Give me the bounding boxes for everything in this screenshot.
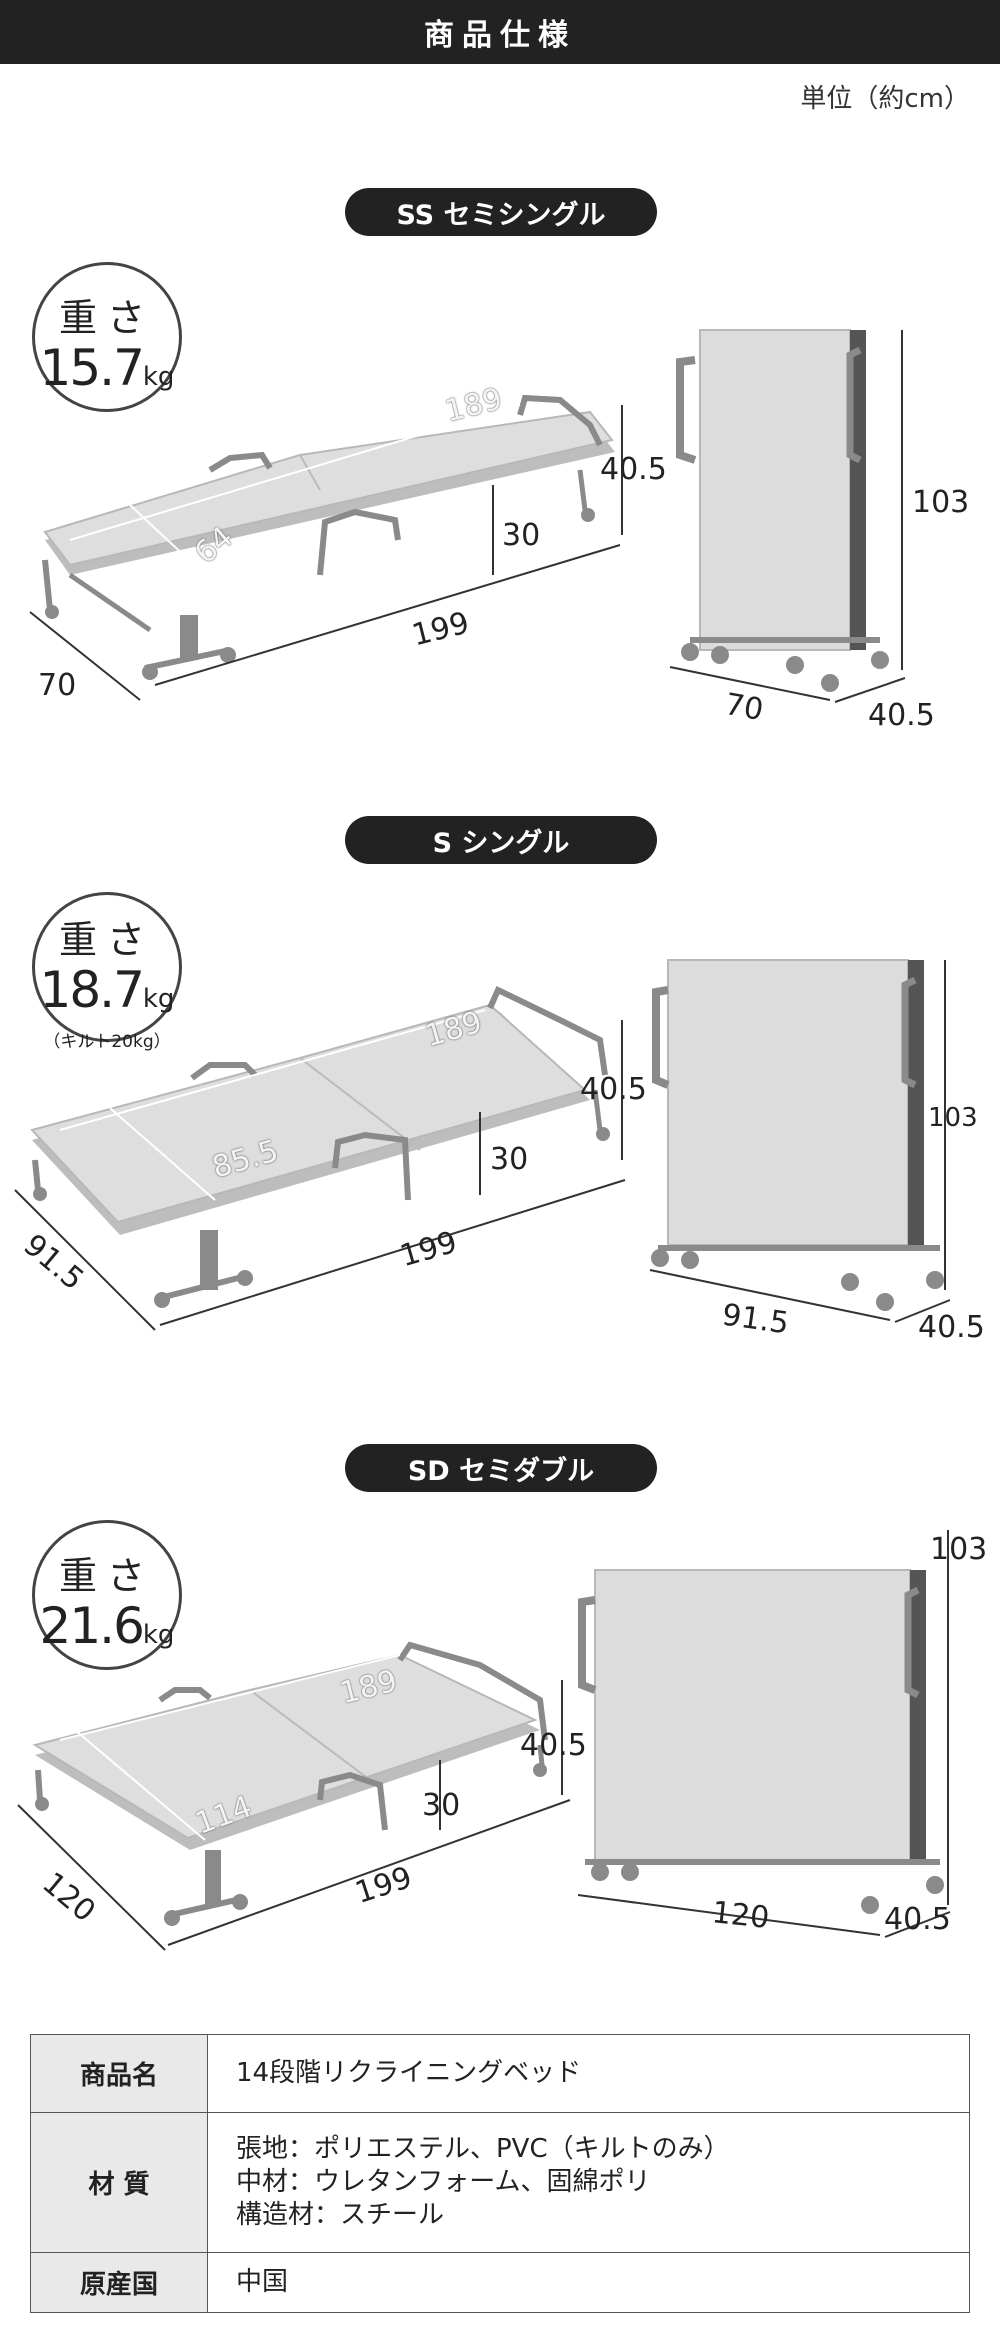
spec-line: 中材：ウレタンフォーム、固綿ポリ bbox=[236, 2167, 651, 2197]
ss-bed-height: 40.5 bbox=[600, 452, 667, 487]
spec-value-product-name: 14段階リクライニングベッド bbox=[207, 2034, 970, 2113]
spec-line: 中国 bbox=[236, 2267, 289, 2297]
weight-value: 15.7 bbox=[39, 339, 145, 397]
page-title: 商品仕様 bbox=[424, 18, 576, 53]
unit-note: 単位（約cm） bbox=[800, 84, 970, 114]
spec-value-origin: 中国 bbox=[207, 2252, 970, 2313]
weight-unit: kg bbox=[142, 984, 175, 1014]
ss-dimension-lines bbox=[29, 405, 623, 701]
model-sd-title: SD セミダブル bbox=[345, 1444, 657, 1492]
s-folded-depth: 40.5 bbox=[918, 1310, 985, 1345]
model-s-weight-badge: 重さ 18.7kg （キルト20kg） bbox=[32, 892, 182, 1052]
weight-label: 重さ bbox=[58, 1554, 155, 1598]
spec-table: 商品名 14段階リクライニングベッド 材 質 張地：ポリエステル、PVC（キルト… bbox=[30, 2034, 970, 2313]
sd-dimension-lines bbox=[17, 1680, 571, 1951]
model-ss-title: SS セミシングル bbox=[345, 188, 657, 236]
ss-folded-height: 103 bbox=[912, 485, 970, 520]
ss-mattress-dims bbox=[69, 404, 521, 576]
ss-folded-drawing bbox=[676, 329, 889, 692]
spec-value-material: 張地：ポリエステル、PVC（キルトのみ） 中材：ウレタンフォーム、固綿ポリ 構造… bbox=[207, 2112, 970, 2253]
weight-unit: kg bbox=[142, 362, 175, 392]
s-dimension-lines bbox=[14, 1020, 626, 1331]
s-folded-dimension-lines bbox=[649, 960, 951, 1323]
s-bed-height: 40.5 bbox=[580, 1072, 647, 1107]
weight-value: 21.6 bbox=[39, 1597, 145, 1655]
model-ss-weight-badge: 重さ 15.7kg bbox=[32, 262, 182, 412]
table-row: 材 質 張地：ポリエステル、PVC（キルトのみ） 中材：ウレタンフォーム、固綿ポ… bbox=[30, 2112, 970, 2253]
ss-folded-depth: 40.5 bbox=[868, 698, 935, 733]
weight-label: 重さ bbox=[58, 918, 155, 962]
sd-folded-height: 103 bbox=[930, 1532, 988, 1567]
weight-note: （キルト20kg） bbox=[43, 1032, 171, 1052]
sd-bed-drawing bbox=[32, 1641, 548, 1926]
sd-folded-width: 120 bbox=[710, 1895, 771, 1936]
weight-value-row: 15.7kg bbox=[35, 342, 179, 403]
sd-folded-dimension-lines bbox=[577, 1530, 951, 1938]
table-row: 原産国 中国 bbox=[30, 2252, 970, 2313]
sd-mattress-height: 30 bbox=[422, 1788, 461, 1823]
model-sd-weight-badge: 重さ 21.6kg bbox=[32, 1520, 182, 1670]
spec-label-origin: 原産国 bbox=[30, 2252, 208, 2313]
spec-label-material: 材 質 bbox=[30, 2112, 208, 2253]
sd-mattress-dims bbox=[59, 1654, 401, 1841]
sd-folded-depth: 40.5 bbox=[884, 1902, 951, 1937]
sd-bed-height: 40.5 bbox=[520, 1728, 587, 1763]
table-row: 商品名 14段階リクライニングベッド bbox=[30, 2034, 970, 2113]
s-folded-drawing bbox=[651, 959, 944, 1311]
s-folded-height: 103 bbox=[928, 1103, 978, 1133]
ss-bed-width: 70 bbox=[38, 668, 77, 703]
spec-line: 構造材：スチール bbox=[236, 2200, 445, 2230]
page-header: 商品仕様 bbox=[0, 0, 1000, 64]
weight-unit: kg bbox=[142, 1620, 175, 1650]
weight-value: 18.7 bbox=[39, 961, 145, 1019]
ss-bed-drawing bbox=[42, 394, 615, 680]
s-bed-drawing bbox=[30, 985, 610, 1308]
ss-mattress-height: 30 bbox=[502, 518, 541, 553]
s-mattress-dims bbox=[59, 1009, 486, 1201]
weight-label: 重さ bbox=[58, 296, 155, 340]
spec-label-product-name: 商品名 bbox=[30, 2034, 208, 2113]
sd-folded-drawing bbox=[578, 1569, 944, 1914]
weight-value-row: 21.6kg bbox=[35, 1600, 179, 1661]
model-s-title: S シングル bbox=[345, 816, 657, 864]
s-mattress-height: 30 bbox=[490, 1142, 529, 1177]
spec-line: 張地：ポリエステル、PVC（キルトのみ） bbox=[236, 2134, 730, 2164]
weight-value-row: 18.7kg bbox=[35, 964, 179, 1025]
spec-line: 14段階リクライニングベッド bbox=[236, 2058, 582, 2088]
ss-folded-dimension-lines bbox=[669, 330, 906, 703]
